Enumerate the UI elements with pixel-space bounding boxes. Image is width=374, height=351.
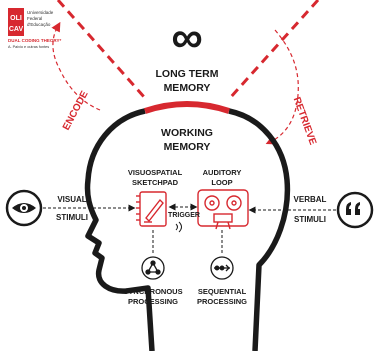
- logo-mark-line2: CAV: [9, 26, 24, 33]
- long-term-memory-line1: LONG TERM: [156, 68, 219, 80]
- logo-mark: [8, 8, 24, 36]
- trigger-label: TRIGGER: [168, 212, 200, 219]
- logo-org-line1: Universidade: [27, 10, 54, 15]
- sequential-line1: SEQUENTIAL: [198, 287, 247, 296]
- sequential-line2: PROCESSING: [197, 297, 247, 306]
- visuospatial-line1: VISUOSPATIAL: [128, 168, 183, 177]
- synchronous-line1: SYNCHRONOUS: [123, 287, 182, 296]
- auditory-line1: AUDITORY: [203, 168, 242, 177]
- retrieve-arrow: [265, 29, 299, 145]
- working-memory-arc: [144, 101, 230, 114]
- long-term-memory-line2: MEMORY: [164, 82, 211, 94]
- quote-icon: [336, 191, 374, 229]
- head-outline-right: [228, 108, 291, 351]
- logo: OLI CAV Universidade Federal d'Educação …: [8, 8, 62, 49]
- encode-label: ENCODE: [61, 89, 91, 132]
- head-outline-left: [84, 108, 155, 351]
- retrieve-label: RETRIEVE: [291, 96, 319, 147]
- verbal-stimuli-line1: VERBAL: [294, 195, 327, 204]
- eye-icon: [5, 189, 43, 227]
- synchronous-line2: PROCESSING: [128, 297, 178, 306]
- visual-stimuli-line1: VISUAL: [57, 195, 86, 204]
- sequence-icon: [210, 256, 234, 280]
- logo-subtitle: A. Paivio e outras fontes: [8, 45, 49, 49]
- tape-recorder-icon: [197, 189, 249, 230]
- sound-waves-icon: [175, 221, 182, 233]
- logo-theory: DUAL CODING THEORY*: [8, 38, 62, 43]
- verbal-stimuli-line2: STIMULI: [294, 215, 326, 224]
- infinity-icon: ∞: [171, 13, 202, 62]
- visuospatial-line2: SKETCHPAD: [132, 178, 179, 187]
- encode-arrow: [51, 21, 101, 111]
- sketchpad-icon: [136, 191, 167, 227]
- retrieve-upper-arrow: [228, 0, 320, 100]
- working-memory-line1: WORKING: [161, 127, 213, 139]
- auditory-line2: LOOP: [211, 178, 232, 187]
- logo-org-line3: d'Educação: [27, 22, 51, 27]
- working-memory-line2: MEMORY: [164, 141, 211, 153]
- network-icon: [141, 256, 165, 280]
- visual-stimuli-line2: STIMULI: [56, 213, 88, 222]
- logo-mark-line1: OLI: [10, 15, 22, 22]
- encode-upper-arrow: [56, 0, 147, 99]
- logo-org-line2: Federal: [27, 16, 42, 21]
